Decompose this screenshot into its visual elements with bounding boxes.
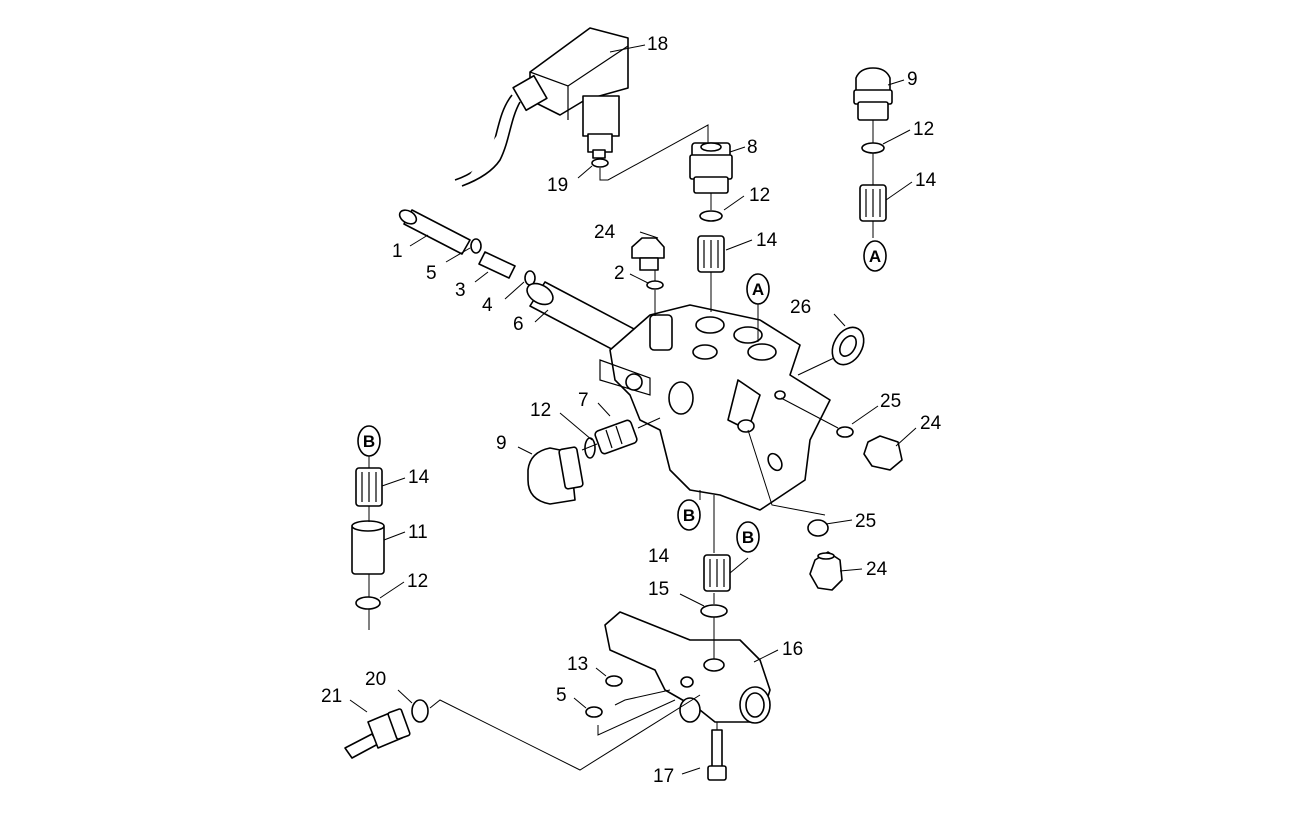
- ref-b-center-label: B: [683, 506, 695, 525]
- valve-cap-9-right: [853, 67, 893, 121]
- callout-leaders: [349, 44, 917, 775]
- hose-connector-21: [344, 708, 411, 759]
- oring-2: [646, 280, 664, 290]
- ref-b-right-label: B: [742, 528, 754, 547]
- outlet-body-16: [604, 611, 771, 724]
- oring-25-upper: [836, 426, 854, 438]
- callout-9-left: 9: [496, 433, 507, 454]
- valve-14-center: [697, 235, 725, 273]
- seal-26: [831, 326, 865, 366]
- oring-12-right: [861, 142, 885, 154]
- valve-cap-8: [689, 142, 733, 194]
- oring-5-top: [470, 238, 482, 254]
- callout-13: 13: [567, 654, 588, 675]
- ref-b-left-label: B: [363, 432, 375, 451]
- valve-7: [594, 419, 638, 455]
- callout-14-lower: 14: [648, 546, 670, 567]
- callout-4: 4: [482, 295, 493, 316]
- oring-25-lower: [807, 519, 829, 537]
- callout-14-left: 14: [408, 467, 430, 488]
- callout-19: 19: [547, 175, 568, 196]
- callout-5-top: 5: [426, 263, 437, 284]
- callout-labels: 18 19 8 12 14 9 12 14 24 2 1 5 3 4 6 26 …: [321, 34, 942, 787]
- ref-a-center-label: A: [752, 280, 764, 299]
- pressure-switch-part: [454, 27, 629, 187]
- callout-21: 21: [321, 686, 342, 707]
- part-3: [478, 251, 516, 279]
- manifold-body: [599, 304, 831, 511]
- oring-13: [605, 675, 623, 687]
- callout-12-left: 12: [407, 571, 428, 592]
- callout-6: 6: [513, 314, 524, 335]
- ref-b-left: [357, 425, 381, 457]
- sleeve-11: [351, 520, 385, 575]
- callout-16: 16: [782, 639, 803, 660]
- callout-24-top: 24: [594, 222, 616, 243]
- oring-15: [700, 604, 728, 618]
- callout-14-right: 14: [915, 170, 937, 191]
- plug-24-top: [631, 237, 665, 271]
- callout-7: 7: [578, 390, 589, 411]
- callout-18: 18: [647, 34, 668, 55]
- oring-12-center: [699, 210, 723, 222]
- callout-11: 11: [408, 522, 428, 543]
- ref-a-right: [863, 240, 887, 272]
- callout-26: 26: [790, 297, 811, 318]
- callout-3: 3: [455, 280, 466, 301]
- bolt-17: [707, 729, 727, 781]
- callout-17: 17: [653, 766, 674, 787]
- ref-a-right-label: A: [869, 247, 881, 266]
- callout-24-right: 24: [920, 413, 942, 434]
- callout-15: 15: [648, 579, 669, 600]
- callout-25-upper: 25: [880, 391, 901, 412]
- pipe-1: [398, 209, 471, 255]
- oring-19: [591, 158, 609, 168]
- oring-20: [411, 699, 429, 723]
- callout-9-right: 9: [907, 69, 918, 90]
- valve-14-right: [859, 184, 887, 222]
- ref-b-right: [736, 521, 760, 553]
- connection-lines: [368, 120, 874, 771]
- callout-14-center: 14: [756, 230, 778, 251]
- reference-markers: A A B B B: [357, 240, 887, 553]
- callout-12-center: 12: [749, 185, 770, 206]
- ref-b-center: [677, 499, 701, 531]
- plug-24-lower: [809, 551, 843, 591]
- valve-14-lower: [703, 554, 731, 592]
- callout-5-lower: 5: [556, 685, 567, 706]
- oring-12-left: [355, 596, 381, 610]
- callout-20: 20: [365, 669, 386, 690]
- callout-24-lower: 24: [866, 559, 888, 580]
- callout-12-right: 12: [913, 119, 934, 140]
- callout-12-mid: 12: [530, 400, 551, 421]
- oring-5-lower: [585, 706, 603, 718]
- ref-a-center: [746, 273, 770, 305]
- callout-25-lower: 25: [855, 511, 876, 532]
- plug-24-right: [863, 435, 903, 471]
- callout-8: 8: [747, 137, 758, 158]
- valve-cap-9-left: [527, 446, 584, 505]
- callout-2: 2: [614, 263, 625, 284]
- valve-14-left: [355, 467, 383, 507]
- callout-1: 1: [392, 241, 403, 262]
